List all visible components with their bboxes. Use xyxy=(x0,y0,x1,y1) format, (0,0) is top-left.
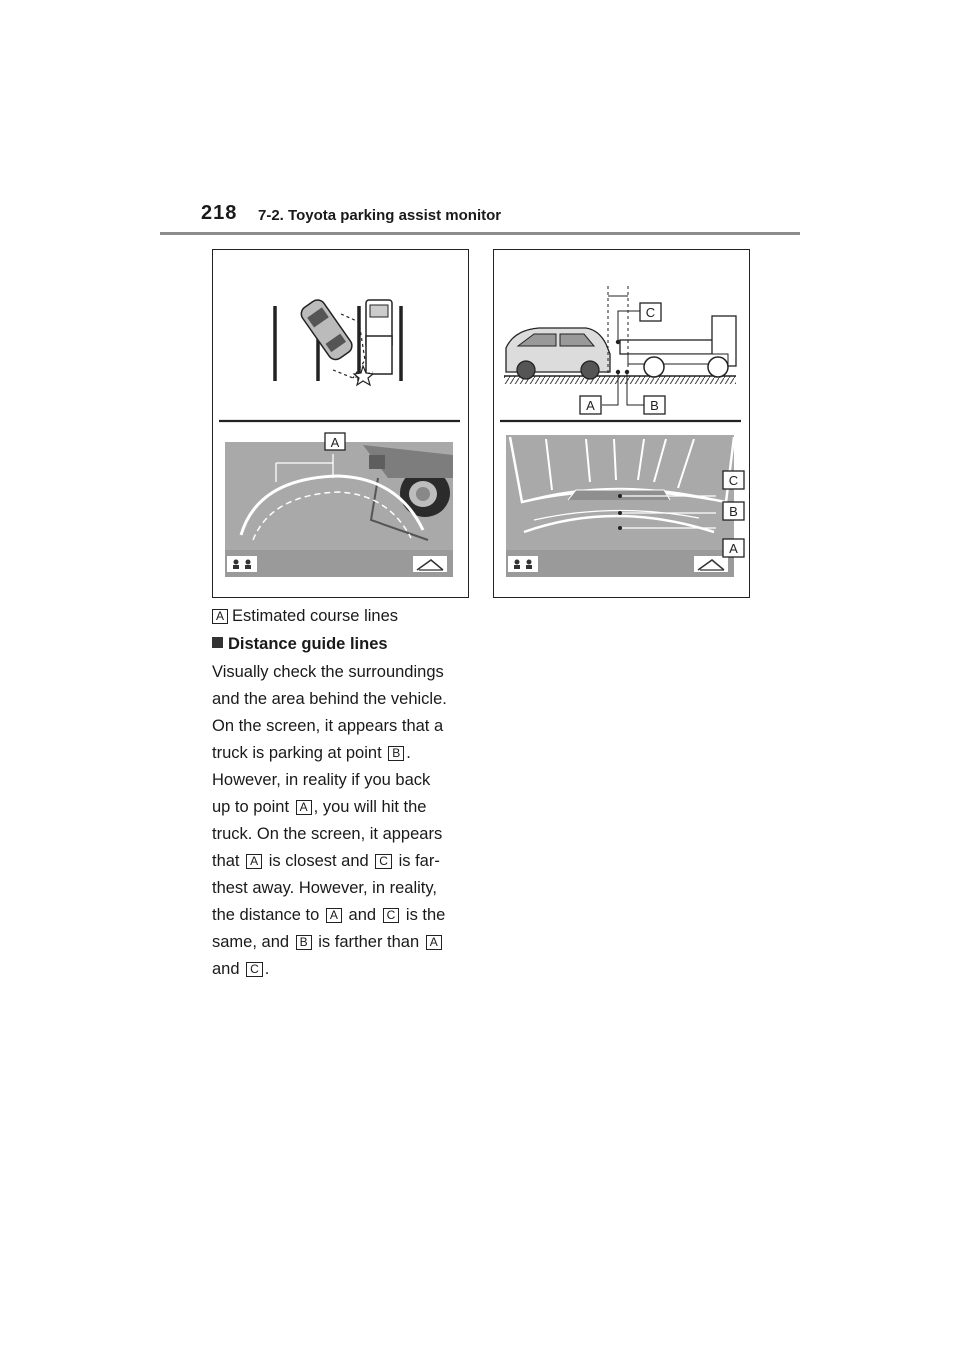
body-paragraph: Visually check the surroundings and the … xyxy=(212,661,474,980)
paragraph-line: and C. xyxy=(212,958,474,980)
paragraph-line: that A is closest and C is far- xyxy=(212,850,474,872)
rear-camera-screen xyxy=(506,435,736,577)
text-run: truck is parking at point xyxy=(212,744,382,762)
callout-a-screen: A xyxy=(722,538,745,558)
text-run: that xyxy=(212,852,240,870)
inline-label-a: A xyxy=(295,800,312,815)
text-run: and xyxy=(212,960,240,978)
inline-label-b: B xyxy=(388,746,405,761)
paragraph-line: and the area behind the vehicle. xyxy=(212,690,447,708)
paragraph-line: However, in reality if you back xyxy=(212,771,431,789)
paragraph-line: Visually check the surroundings xyxy=(212,663,444,681)
paragraph-line: same, and B is farther than A xyxy=(212,931,474,953)
inline-label-c: C xyxy=(382,908,400,923)
inline-label-c: C xyxy=(246,962,263,977)
text-run: , you will hit the xyxy=(313,798,427,816)
inline-label-a: A xyxy=(325,908,342,923)
caption-label: A xyxy=(212,609,229,624)
text-run: is farther than xyxy=(318,933,420,951)
inline-label-b: B xyxy=(295,935,312,950)
text-run: and xyxy=(348,906,377,924)
section-heading: Distance guide lines xyxy=(212,633,474,655)
callout-a-top: A xyxy=(579,395,602,415)
text-run: . xyxy=(406,744,411,762)
paragraph-line: up to point A, you will hit the xyxy=(212,796,474,818)
svg-text:A: A xyxy=(729,541,738,556)
section-title: 7-2. Toyota parking assist monitor xyxy=(258,207,502,224)
paragraph-line: truck. On the screen, it appears xyxy=(212,825,443,843)
text-run: is far- xyxy=(398,852,440,870)
svg-text:B: B xyxy=(650,398,659,413)
caption-text: Estimated course lines xyxy=(232,607,399,625)
section-heading-text: Distance guide lines xyxy=(228,635,388,653)
text-run: is closest and xyxy=(268,852,369,870)
svg-text:B: B xyxy=(729,504,738,519)
figure-distance-guide-lines: C A B xyxy=(493,249,750,598)
paragraph-line: thest away. However, in reality, xyxy=(212,879,437,897)
callout-c-screen: C xyxy=(722,470,745,490)
parking-diagram-illustration xyxy=(273,299,403,387)
inline-label-a: A xyxy=(246,854,263,869)
paragraph-line: On the screen, it appears that a xyxy=(212,717,444,735)
inline-label-c: C xyxy=(375,854,392,869)
callout-b-top: B xyxy=(643,395,666,415)
text-run: . xyxy=(264,960,270,978)
page-header: 218 7-2. Toyota parking assist monitor xyxy=(160,202,800,236)
svg-text:A: A xyxy=(586,398,595,413)
callout-b-screen: B xyxy=(722,501,745,521)
text-run: is the xyxy=(405,906,446,924)
callout-a: A xyxy=(324,432,346,451)
rear-camera-screen xyxy=(225,442,453,577)
page-number: 218 xyxy=(201,202,238,224)
figure-estimated-course-lines: A xyxy=(212,249,469,598)
paragraph-line: the distance to A and C is the xyxy=(212,904,474,926)
square-bullet-icon xyxy=(212,637,223,648)
callout-c-top: C xyxy=(639,302,662,322)
side-view-illustration xyxy=(504,286,737,406)
paragraph-line: truck is parking at point B. xyxy=(212,742,474,764)
inline-label-a: A xyxy=(425,935,442,950)
svg-text:A: A xyxy=(331,435,340,450)
svg-text:C: C xyxy=(646,305,655,320)
text-run: up to point xyxy=(212,798,290,816)
header-divider xyxy=(160,232,800,235)
text-run: same, and xyxy=(212,933,290,951)
svg-text:C: C xyxy=(729,473,738,488)
text-run: the distance to xyxy=(212,906,320,924)
